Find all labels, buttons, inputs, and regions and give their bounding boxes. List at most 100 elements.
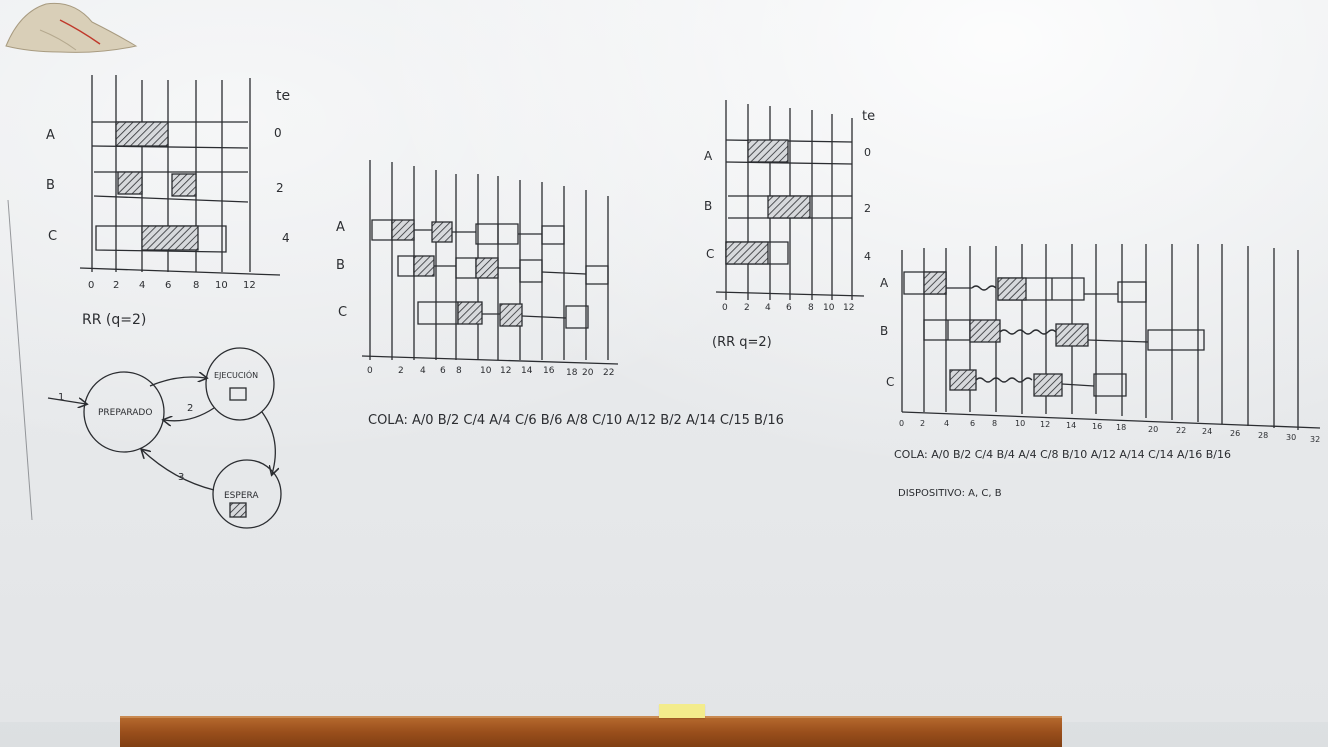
- gantt-left: [79, 75, 281, 276]
- cleaning-cloth: [5, 2, 138, 53]
- arrow-2-label: 2: [187, 403, 193, 414]
- gantt-right-small-te-header: te: [862, 109, 875, 124]
- gantt-right-small-tick: 2: [744, 303, 750, 313]
- arrow-3-label: 3: [178, 472, 184, 483]
- gantt-right-small-tick: 6: [786, 303, 792, 313]
- gantt-right-tick: 4: [944, 419, 949, 428]
- gantt-left-label-b: B: [46, 178, 55, 193]
- gantt-middle-label-a: A: [336, 220, 345, 235]
- gantt-right-tick: 20: [1148, 425, 1158, 434]
- gantt-left-tick: 0: [88, 280, 94, 291]
- gantt-left-caption: RR (q=2): [82, 312, 146, 328]
- arrow-ready-to-running: [149, 377, 206, 387]
- gantt-middle-tick: 18: [566, 368, 578, 378]
- gantt-left-label-a: A: [46, 128, 55, 143]
- board-edge-mark: [7, 199, 33, 521]
- gantt-middle-tick: 2: [398, 366, 404, 376]
- gantt-right-tick: 16: [1092, 422, 1102, 431]
- device-icon: [229, 502, 247, 518]
- gantt-left-tick: 8: [193, 280, 199, 291]
- gantt-right-small-label-a: A: [704, 149, 713, 163]
- state-ready-circle: [83, 371, 165, 453]
- gantt-middle-tick: 16: [543, 366, 555, 376]
- gantt-right-small: [715, 100, 865, 300]
- state-waiting-circle: [212, 459, 282, 529]
- gantt-middle-tick: 4: [420, 366, 426, 376]
- gantt-right-small-tick: 4: [765, 303, 771, 313]
- gantt-middle-tick: 12: [500, 366, 511, 376]
- gantt-left-te-b: 2: [276, 181, 284, 195]
- gantt-middle-tick: 10: [480, 366, 492, 376]
- gantt-right-small-te-b: 2: [864, 202, 871, 215]
- gantt-right-tick: 8: [992, 419, 997, 428]
- gantt-left-tick: 4: [139, 280, 145, 291]
- gantt-right-tick: 12: [1040, 420, 1050, 429]
- state-ready-label: PREPARADO: [98, 408, 152, 418]
- gantt-left-tick: 6: [165, 280, 171, 291]
- gantt-right-small-te-c: 4: [864, 250, 871, 263]
- gantt-middle-tick: 6: [440, 366, 446, 376]
- marker-tray: [120, 716, 1062, 747]
- gantt-left-tick: 2: [113, 280, 119, 291]
- gantt-right-label-c: C: [886, 375, 894, 389]
- gantt-left-te-a: 0: [274, 126, 282, 140]
- gantt-right-small-caption: (RR q=2): [712, 335, 772, 350]
- gantt-left-tick: 10: [215, 280, 228, 291]
- gantt-right-small-tick: 8: [808, 303, 814, 313]
- arrow-3: [142, 450, 215, 491]
- gantt-right-tick: 28: [1258, 431, 1268, 440]
- gantt-right-axis-labels: 0 2 4 6 8 10 12 14 16 18 20 22 24 26 28 …: [899, 419, 1320, 444]
- gantt-right-tick: 2: [920, 419, 925, 428]
- gantt-right-tick: 0: [899, 419, 904, 428]
- gantt-right-label-a: A: [880, 276, 889, 290]
- state-diagram: [47, 347, 282, 529]
- gantt-middle-tick: 22: [603, 368, 614, 378]
- gantt-middle-label-c: C: [338, 305, 347, 320]
- gantt-left-label-c: C: [48, 229, 57, 244]
- gantt-right-tick: 14: [1066, 421, 1076, 430]
- whiteboard: [0, 0, 1328, 722]
- gantt-middle-tick: 0: [367, 366, 373, 376]
- gantt-right-device: DISPOSITIVO: A, C, B: [898, 488, 1002, 499]
- gantt-right-tick: 22: [1176, 426, 1186, 435]
- gantt-right-small-tick: 0: [722, 303, 728, 313]
- gantt-right-small-label-b: B: [704, 199, 712, 213]
- state-waiting-label: ESPERA: [224, 491, 259, 501]
- arrow-1-label: 1: [58, 392, 64, 403]
- gantt-right-label-b: B: [880, 324, 888, 338]
- gantt-left-axis-labels: 0 2 4 6 8 10 12: [88, 280, 256, 291]
- gantt-right-tick: 18: [1116, 423, 1126, 432]
- gantt-right-small-tick: 12: [843, 303, 854, 313]
- gantt-middle-axis-labels: 0 2 4 6 8 10 12 14 16 18 20 22: [367, 366, 614, 378]
- gantt-left-te-header: te: [276, 88, 290, 104]
- cpu-icon: [229, 387, 247, 401]
- gantt-right-small-te-a: 0: [864, 146, 871, 159]
- gantt-middle-label-b: B: [336, 258, 345, 273]
- gantt-right-small-axis-labels: 0 2 4 6 8 10 12: [722, 303, 854, 313]
- gantt-right-small-tick: 10: [823, 303, 835, 313]
- gantt-right: [901, 244, 1321, 430]
- gantt-right-tick: 30: [1286, 433, 1296, 442]
- gantt-left-te-c: 4: [282, 231, 290, 245]
- gantt-right-tick: 26: [1230, 429, 1240, 438]
- gantt-middle-tick: 8: [456, 366, 462, 376]
- state-running-label: EJECUCIÓN: [214, 369, 258, 380]
- gantt-right-queue: COLA: A/0 B/2 C/4 B/4 A/4 C/8 B/10 A/12 …: [894, 448, 1231, 461]
- arrow-running-to-waiting: [261, 411, 275, 474]
- gantt-right-tick: 10: [1015, 419, 1025, 428]
- gantt-right-tick: 24: [1202, 427, 1212, 436]
- gantt-right-small-label-c: C: [706, 247, 714, 261]
- gantt-middle-tick: 14: [521, 366, 533, 376]
- arrow-2: [164, 407, 215, 421]
- gantt-right-tick: 6: [970, 419, 975, 428]
- state-running-circle: [205, 347, 275, 421]
- sticky-note: [659, 704, 705, 718]
- gantt-middle-queue: COLA: A/0 B/2 C/4 A/4 C/6 B/6 A/8 C/10 A…: [368, 413, 784, 428]
- gantt-middle: [361, 160, 619, 365]
- arrow-1: [47, 397, 86, 404]
- gantt-middle-tick: 20: [582, 368, 594, 378]
- gantt-left-tick: 12: [243, 280, 256, 291]
- gantt-right-tick: 32: [1310, 435, 1320, 444]
